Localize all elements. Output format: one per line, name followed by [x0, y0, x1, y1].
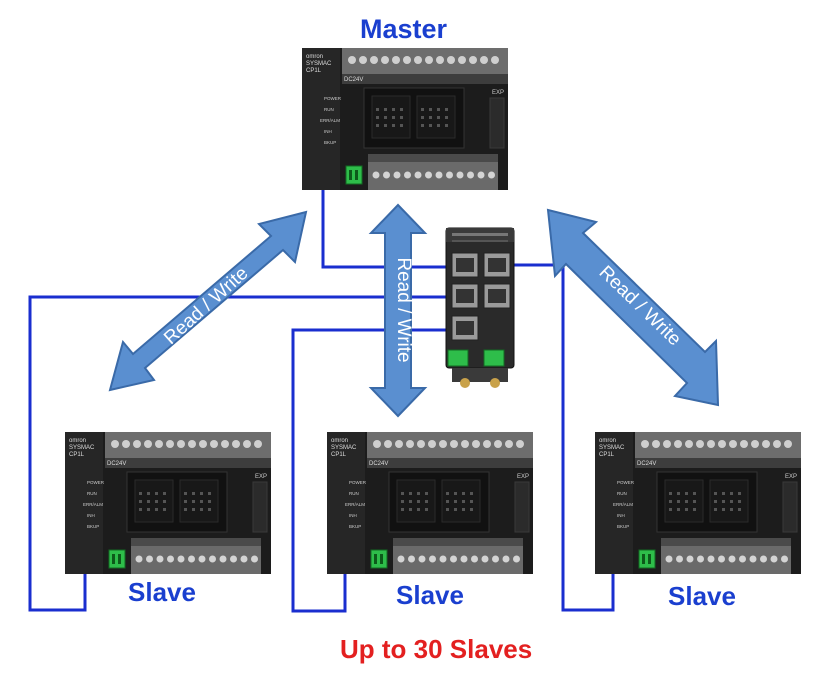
plc-brand: omron: [599, 438, 616, 444]
plc-model-line1: SYSMAC: [331, 445, 357, 451]
plc-voltage: DC24V: [107, 461, 126, 467]
plc-brand: omron: [331, 438, 348, 444]
slave-label-right: Slave: [668, 581, 736, 611]
plc-indicator: ERR/ALM: [613, 502, 633, 507]
plc-voltage: DC24V: [637, 461, 656, 467]
plc-model-line2: CP1L: [331, 452, 347, 458]
master-label: Master: [360, 14, 448, 44]
arrow-right: [546, 208, 720, 407]
slave-label-left: Slave: [128, 577, 196, 607]
plc-model-line2: CP1L: [306, 68, 322, 74]
plc-indicator: ERR/ALM: [83, 502, 103, 507]
plc-expansion: EXP: [785, 474, 797, 480]
plc-voltage: DC24V: [344, 77, 363, 83]
plc-indicator: RUN: [617, 491, 627, 496]
cable-slave-left: [28, 295, 455, 612]
plc-indicator: INH: [617, 513, 625, 518]
plc-indicator: BKUP: [349, 524, 361, 529]
arrow-label-left: Read / Write: [160, 263, 252, 349]
cable-slave-center: [291, 328, 458, 613]
plc-indicator: BKUP: [87, 524, 99, 529]
plc-indicator: POWER: [349, 480, 367, 485]
plc-model-line1: SYSMAC: [69, 445, 95, 451]
plc-brand: omron: [69, 438, 86, 444]
plc-expansion: EXP: [492, 90, 504, 96]
plc-indicator: BKUP: [617, 524, 629, 529]
plc-indicator: INH: [324, 129, 332, 134]
plc-expansion: EXP: [255, 474, 267, 480]
plc-indicator: ERR/ALM: [345, 502, 365, 507]
arrow-center: [368, 203, 428, 418]
plc-indicator: POWER: [617, 480, 635, 485]
footer-label: Up to 30 Slaves: [340, 634, 533, 664]
slave-label-center: Slave: [396, 580, 464, 610]
plc-indicator: POWER: [324, 96, 342, 101]
plc-indicator: ERR/ALM: [320, 118, 340, 123]
plc-indicator: RUN: [324, 107, 334, 112]
plc-voltage: DC24V: [369, 461, 388, 467]
plc-model-line1: SYSMAC: [306, 61, 332, 67]
plc-expansion: EXP: [517, 474, 529, 480]
plc-model-line1: SYSMAC: [599, 445, 625, 451]
plc-brand: omron: [306, 54, 323, 60]
plc-indicator: POWER: [87, 480, 105, 485]
plc-model-line2: CP1L: [599, 452, 615, 458]
plc-indicator: RUN: [349, 491, 359, 496]
plc-indicator: RUN: [87, 491, 97, 496]
plc-indicator: BKUP: [324, 140, 336, 145]
cable-slave-right: [500, 263, 615, 612]
plc-indicator: INH: [87, 513, 95, 518]
plc-model-line2: CP1L: [69, 452, 85, 458]
plc-indicator: INH: [349, 513, 357, 518]
arrow-label-center: Read / Write: [393, 257, 414, 362]
arrow-left: [108, 210, 308, 392]
ethernet-switch: [445, 227, 515, 388]
